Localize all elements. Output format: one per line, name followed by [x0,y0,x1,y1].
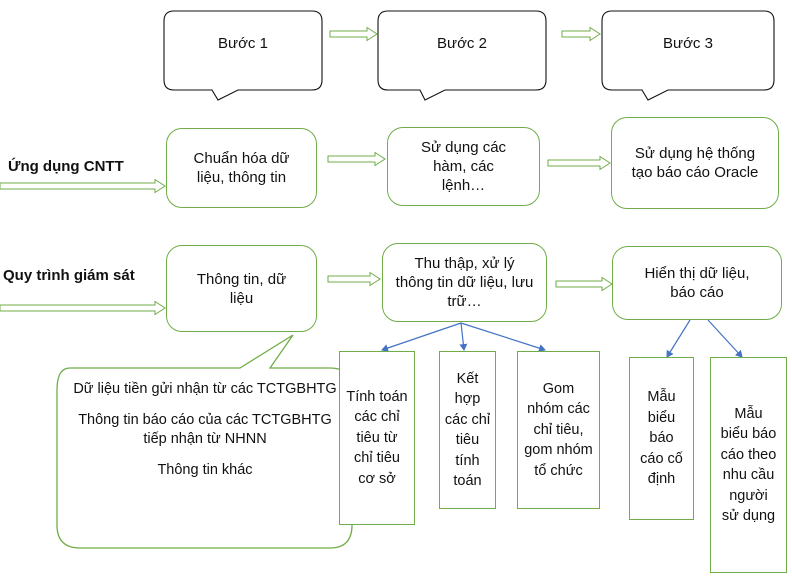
callout-item: Dữ liệu tiền gửi nhận từ các TCTGBHTG [73,381,337,397]
callout-item: Thông tin khác [157,462,253,478]
processing-sub-box-3: Gom nhóm các chỉ tiêu, gom nhóm tổ chức [517,351,600,509]
connector-arrow [459,322,468,351]
step-2-label: Bước 2 [437,35,487,52]
step-2-bubble [377,10,547,101]
step-3-label: Bước 3 [663,35,713,52]
reporting-sub-box-1: Mẫu biểu báo cáo cố định [629,357,694,520]
double-arrow [547,155,611,171]
reporting-sub-box-2: Mẫu biểu báo cáo theo nhu cầu người sử d… [710,357,787,573]
cntt-box-1: Chuẩn hóa dữ liệu, thông tin [166,128,317,208]
double-arrow [0,300,166,316]
step-3-bubble [601,10,775,101]
double-arrow [327,151,386,167]
row-label-supervision: Quy trình giám sát [3,267,135,284]
supervision-box-1: Thông tin, dữ liệu [166,245,317,332]
double-arrow [327,271,381,287]
cntt-box-3: Sử dụng hệ thống tạo báo cáo Oracle [611,117,779,209]
connector-arrow [666,319,691,358]
connector-arrow [381,322,462,352]
double-arrow [329,26,378,42]
callout-item: Thông tin báo cáo của các TCTGBHTG tiếp … [78,412,332,447]
processing-sub-box-1: Tính toán các chỉ tiêu từ chỉ tiêu cơ sở [339,351,415,525]
double-arrow [0,178,166,194]
processing-sub-box-2: Kết hợp các chỉ tiêu tính toán [439,351,496,509]
supervision-box-2: Thu thập, xử lý thông tin dữ liệu, lưu t… [382,243,547,322]
callout-text: Dữ liệu tiền gửi nhận từ các TCTGBHTG Th… [72,380,338,492]
double-arrow [555,276,613,292]
row-label-cntt: Ứng dụng CNTT [8,158,124,175]
step-1-bubble [163,10,323,101]
step-1-label: Bước 1 [218,35,268,52]
connector-arrow [460,322,546,352]
double-arrow [561,26,601,42]
connector-arrow [707,319,743,358]
cntt-box-2: Sử dụng các hàm, các lệnh… [387,127,540,206]
supervision-box-3: Hiển thị dữ liệu, báo cáo [612,246,782,320]
